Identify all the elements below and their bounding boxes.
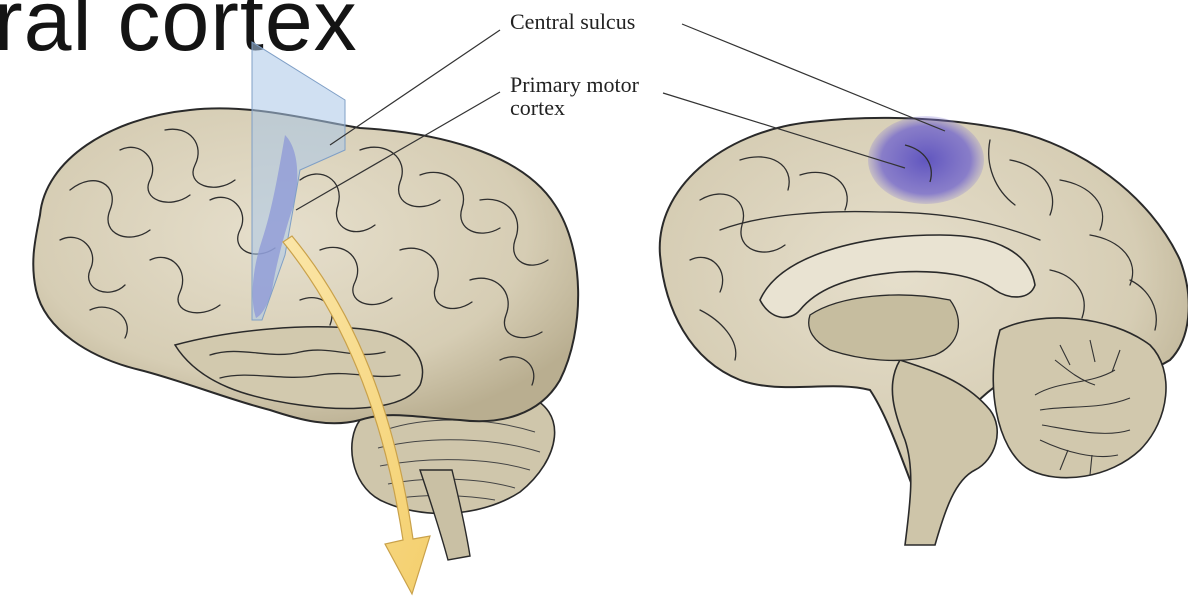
lateral-brain-view [33,42,578,594]
central-sulcus-leader-left [330,30,500,145]
medial-brain-view [660,116,1188,545]
central-sulcus-leader-right [682,24,945,131]
motor-cortex-medial [868,116,984,204]
